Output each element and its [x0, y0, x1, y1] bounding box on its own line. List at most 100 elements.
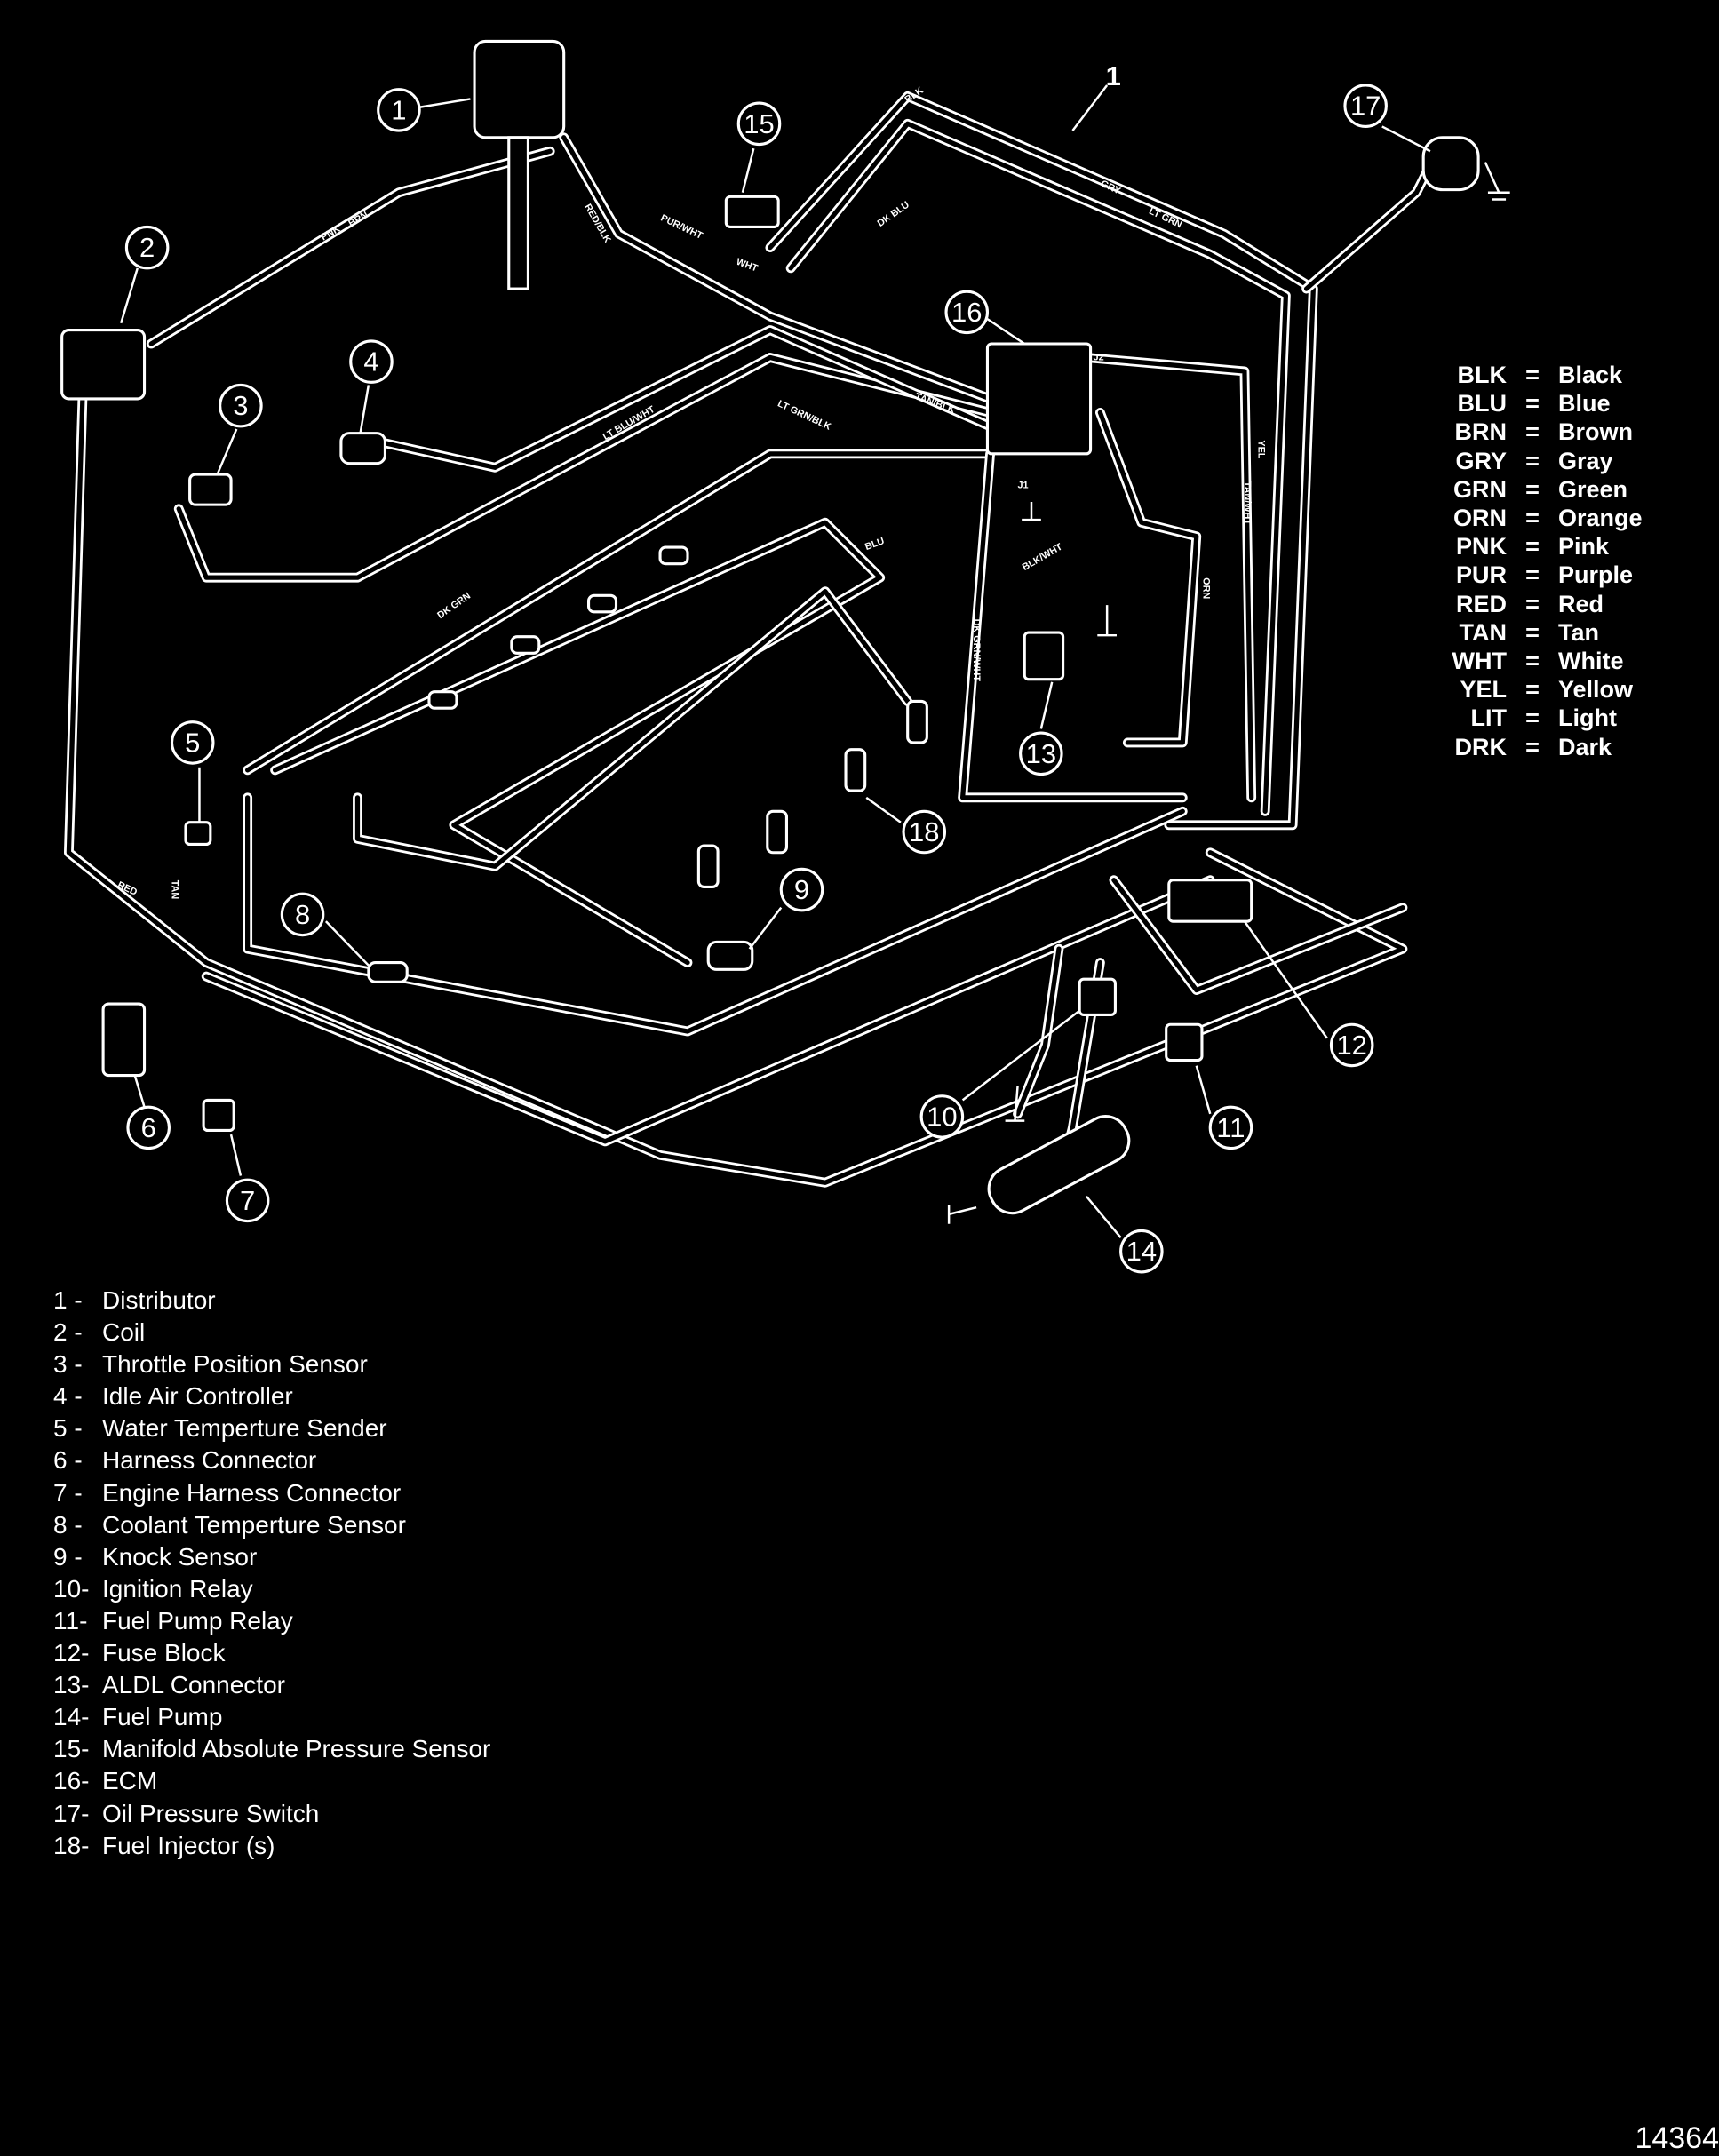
legend-equals: =	[1525, 704, 1540, 732]
legend-equals: =	[1525, 733, 1540, 760]
legend-row: LIT=Light	[1414, 704, 1643, 732]
legend-row: GRY=Gray	[1414, 447, 1643, 475]
wire-label: BLK/WHT	[1021, 541, 1065, 573]
legend-equals: =	[1525, 475, 1540, 503]
legend-meaning: Blue	[1558, 390, 1611, 418]
svg-text:18: 18	[909, 816, 939, 847]
fuel-pump	[987, 1115, 1131, 1215]
part-number: 10-	[53, 1574, 90, 1603]
part-number: 15-	[53, 1735, 90, 1763]
fuse-block	[1167, 879, 1253, 923]
part-number: 6 -	[53, 1446, 83, 1475]
part-number: 16-	[53, 1767, 90, 1795]
callout-12: 12	[1329, 1022, 1374, 1068]
legend-code: BRN	[1454, 418, 1508, 446]
legend-row: PUR=Purple	[1414, 561, 1643, 589]
callout-8: 8	[280, 892, 325, 937]
callout-1: 1	[377, 88, 421, 132]
legend-row: WHT=White	[1414, 647, 1643, 675]
callout-7: 7	[225, 1178, 270, 1223]
legend-row: ORN=Orange	[1414, 504, 1643, 532]
part-number: 12-	[53, 1639, 90, 1667]
svg-text:16: 16	[951, 297, 982, 328]
svg-text:9: 9	[794, 874, 809, 905]
part-name: Harness Connector	[102, 1446, 317, 1475]
distributor-shaft	[507, 136, 529, 290]
legend-equals: =	[1525, 618, 1540, 646]
legend-equals: =	[1525, 362, 1540, 388]
throttle-position-sensor	[188, 473, 233, 506]
part-number: 13-	[53, 1671, 90, 1699]
legend-meaning: Pink	[1558, 533, 1610, 561]
legend-code: ORN	[1453, 505, 1507, 532]
part-name: ALDL Connector	[102, 1671, 285, 1699]
legend-meaning: Red	[1558, 590, 1604, 617]
wire-label: WHT	[735, 257, 760, 274]
callout-10: 10	[919, 1094, 965, 1139]
wire-label: DK BLU	[876, 199, 912, 228]
callout-13: 13	[1019, 731, 1063, 776]
svg-text:15: 15	[744, 108, 774, 139]
idle-air-controller	[339, 432, 386, 465]
legend-meaning: Dark	[1558, 733, 1612, 760]
map-sensor	[724, 195, 780, 228]
wire-label: J2	[1094, 353, 1104, 363]
part-number: 5 -	[53, 1414, 83, 1443]
part-name: ECM	[102, 1767, 158, 1795]
callout-18: 18	[902, 809, 947, 855]
coil	[60, 328, 147, 401]
parts-list-item: 7 -Engine Harness Connector	[53, 1477, 490, 1509]
wire-label: J1	[1018, 481, 1029, 491]
legend-code: DRK	[1454, 733, 1508, 760]
legend-equals: =	[1525, 676, 1540, 704]
parts-list-item: 18-Fuel Injector (s)	[53, 1830, 490, 1862]
wire-label: BRN	[346, 210, 370, 229]
parts-list-item: 15- Manifold Absolute Pressure Sensor	[53, 1733, 490, 1765]
part-name: Ignition Relay	[102, 1574, 253, 1603]
legend-meaning: Orange	[1558, 505, 1643, 532]
svg-text:3: 3	[233, 390, 248, 421]
legend-meaning: Gray	[1558, 447, 1613, 474]
part-number: 14-	[53, 1703, 90, 1731]
wire-label: DK GRN/WHT	[971, 619, 982, 682]
parts-list-item: 9 -Knock Sensor	[53, 1541, 490, 1573]
knock-sensor	[706, 940, 754, 971]
part-number: 1 -	[53, 1286, 83, 1314]
legend-meaning: Yellow	[1558, 676, 1634, 704]
wire-label: GRY	[1099, 179, 1123, 197]
engine-harness-connector	[202, 1098, 235, 1133]
callouts: 1 2 3 4 5 6 7 8 9 10 11 12 13 14 15 16 1…	[124, 60, 1388, 1274]
part-number: 17-	[53, 1799, 90, 1827]
parts-list-item: 16- ECM	[53, 1765, 490, 1797]
wiring-diagram: 1 2 3 4 5 6 7 8 9 10 11 12 13 14 15 16 1…	[60, 39, 1510, 1274]
legend-meaning: Green	[1558, 475, 1628, 503]
svg-text:1: 1	[391, 94, 406, 125]
callout-15: 15	[736, 101, 782, 147]
callout-2: 2	[124, 225, 170, 270]
components	[60, 39, 1480, 1215]
ignition-relay	[1078, 977, 1117, 1016]
legend-row: BLU=Blue	[1414, 389, 1643, 418]
legend-row: YEL=Yellow	[1414, 675, 1643, 704]
svg-text:11: 11	[1216, 1112, 1245, 1143]
fuel-pump-relay	[1165, 1022, 1204, 1062]
parts-list-item: 6 - Harness Connector	[53, 1444, 490, 1476]
wire-label: PUR/WHT	[659, 213, 704, 242]
harness-callout: 1	[1106, 60, 1121, 91]
callout-14: 14	[1119, 1229, 1164, 1274]
svg-text:7: 7	[240, 1185, 255, 1216]
part-number: 4 -	[53, 1382, 83, 1411]
coolant-temp-sensor	[367, 961, 409, 983]
parts-list-item: 10- Ignition Relay	[53, 1573, 490, 1605]
callout-17: 17	[1343, 84, 1388, 128]
legend-row: PNK=Pink	[1414, 532, 1643, 561]
part-name: Manifold Absolute Pressure Sensor	[102, 1735, 491, 1763]
ecm	[985, 342, 1093, 456]
part-number: 8 -	[53, 1510, 83, 1539]
wire-label: YEL	[1255, 440, 1266, 458]
part-name: Engine Harness Connector	[102, 1478, 402, 1507]
svg-text:17: 17	[1350, 91, 1381, 122]
aldl-connector	[1023, 631, 1065, 681]
legend-row: GRN=Green	[1414, 475, 1643, 504]
part-number: 2 -	[53, 1318, 83, 1347]
